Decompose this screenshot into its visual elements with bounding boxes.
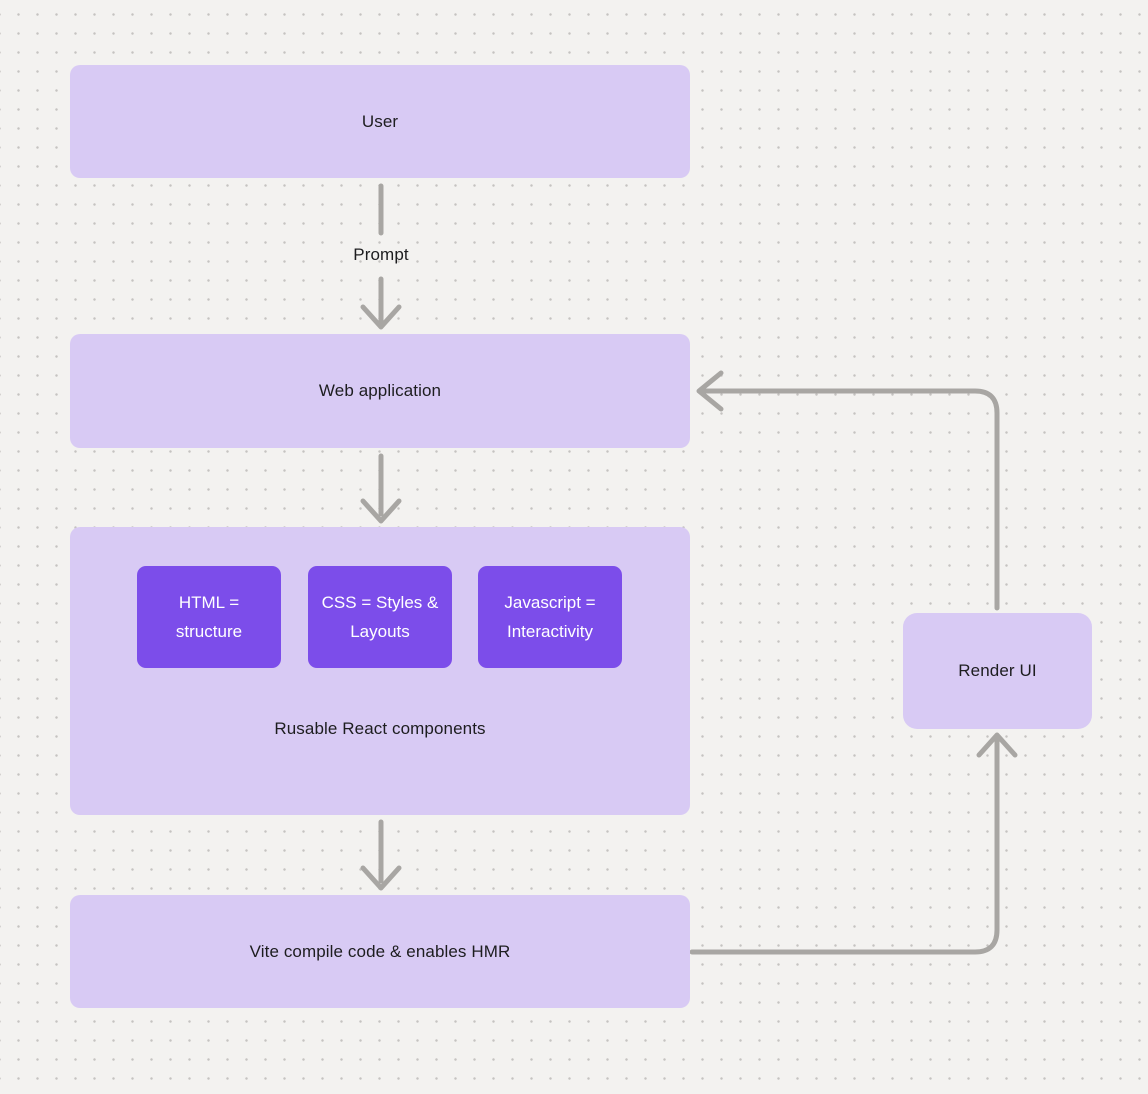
connector-group-to-vite[interactable]	[360, 819, 402, 891]
node-render-ui[interactable]: Render UI	[903, 613, 1092, 729]
connector-webapp-to-group[interactable]	[360, 453, 402, 524]
node-user-label: User	[361, 111, 399, 131]
node-javascript-label: Javascript = Interactivity	[504, 593, 596, 641]
node-user[interactable]: User	[70, 65, 690, 178]
arrowhead-down-icon	[360, 304, 402, 330]
node-vite[interactable]: Vite compile code & enables HMR	[70, 895, 690, 1008]
components-group-caption: Rusable React components	[274, 719, 486, 738]
node-web-application-label: Web application	[318, 381, 442, 400]
arrowhead-down-icon	[360, 498, 402, 524]
connector-vite-to-render[interactable]	[689, 732, 1018, 955]
edge-label-prompt[interactable]: Prompt	[353, 245, 409, 264]
node-css[interactable]: CSS = Styles & Layouts	[308, 566, 452, 668]
node-vite-label: Vite compile code & enables HMR	[249, 941, 511, 961]
node-web-application[interactable]: Web application	[70, 334, 690, 448]
node-html-label: HTML = structure	[175, 593, 243, 641]
node-render-ui-label: Render UI	[958, 661, 1037, 680]
connector-render-to-webapp[interactable]	[696, 370, 1000, 611]
node-html[interactable]: HTML = structure	[137, 566, 281, 668]
arrowhead-left-icon	[696, 370, 724, 412]
connector-user-to-webapp[interactable]	[360, 183, 402, 330]
arrowhead-down-icon	[360, 865, 402, 891]
arrowhead-up-icon	[976, 732, 1018, 758]
node-javascript[interactable]: Javascript = Interactivity	[478, 566, 622, 668]
node-css-label: CSS = Styles & Layouts	[321, 593, 439, 641]
